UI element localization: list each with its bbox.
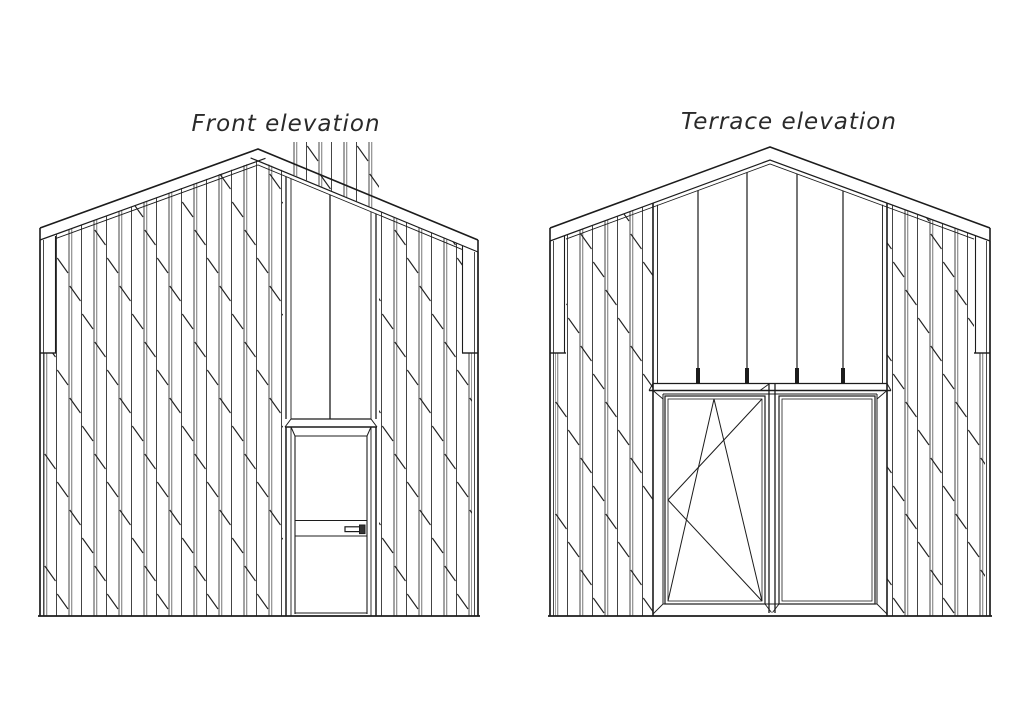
door-handle <box>344 524 366 535</box>
entrance-door <box>285 426 377 616</box>
window-over-door <box>285 176 377 419</box>
window-head-band <box>648 382 892 392</box>
roof-outline <box>549 146 991 242</box>
window-sill <box>284 418 378 428</box>
tilt-turn-door <box>664 395 766 605</box>
terrace-elevation-title: Terrace elevation <box>681 109 897 135</box>
glazed-gable <box>652 172 888 616</box>
terrace-door-frame <box>652 384 888 615</box>
fixed-pane <box>778 395 876 605</box>
wall-outline <box>38 164 480 617</box>
wall-outline <box>548 163 992 617</box>
terrace-elevation-drawing <box>548 146 992 617</box>
roof-outline <box>39 148 479 253</box>
tilt-turn-symbol <box>667 398 763 602</box>
front-elevation-title: Front elevation <box>191 111 381 137</box>
front-elevation-drawing <box>38 140 480 617</box>
siding-hatch <box>44 140 472 616</box>
siding-hatch <box>555 203 985 616</box>
